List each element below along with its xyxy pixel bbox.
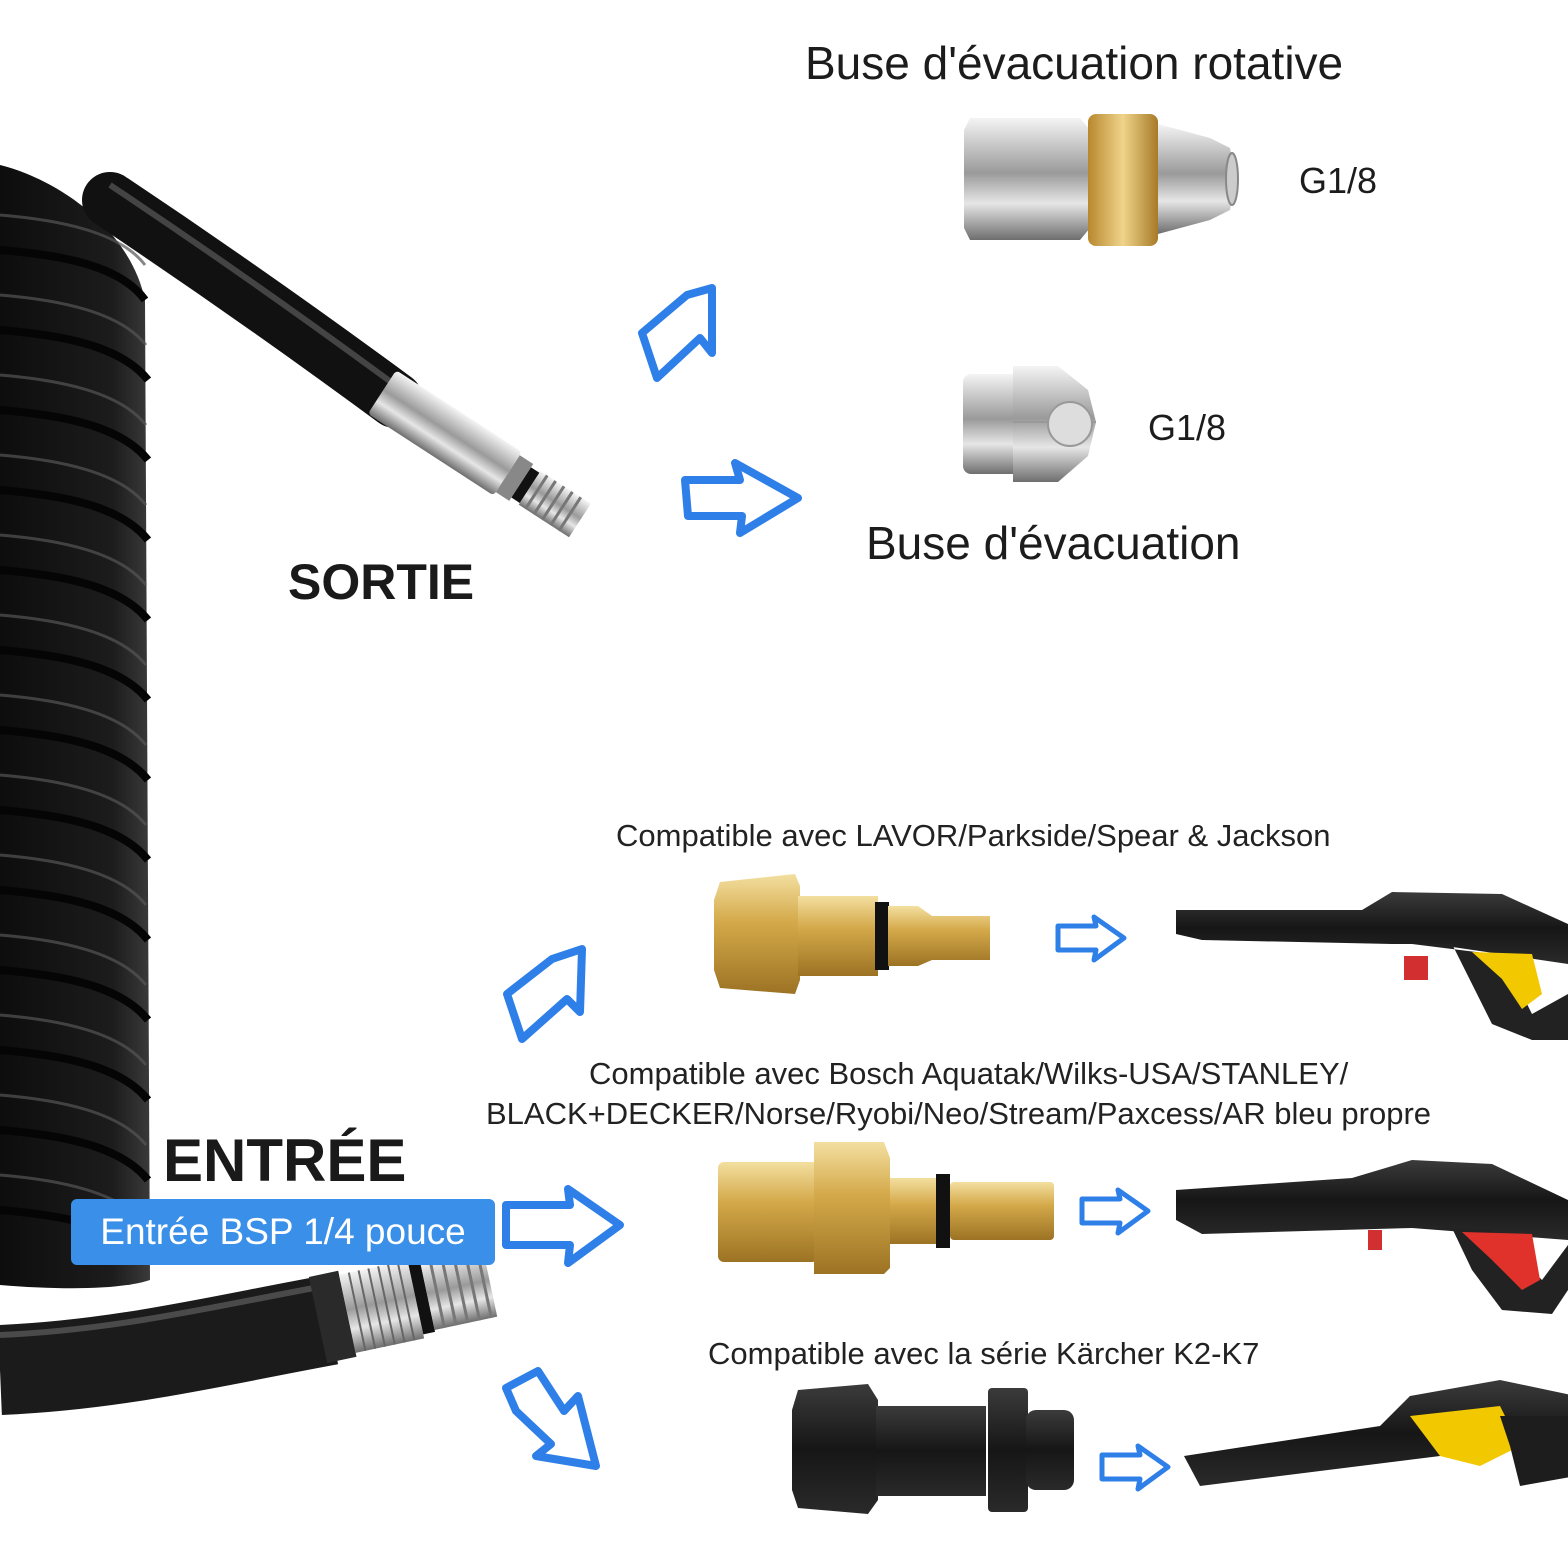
- arrow-icon: [638, 284, 716, 382]
- fixed-nozzle-title: Buse d'évacuation: [866, 517, 1241, 569]
- spray-gun-yellow-image: [1176, 892, 1568, 1040]
- arrow-icon: [1079, 1187, 1151, 1236]
- arrow-icon: [1099, 1443, 1171, 1492]
- outlet-label: SORTIE: [288, 554, 475, 610]
- arrow-icon: [503, 945, 586, 1043]
- bosch-compat-text-line1: Compatible avec Bosch Aquatak/Wilks-USA/…: [589, 1056, 1349, 1091]
- arrow-icon: [1055, 914, 1127, 963]
- inlet-label: ENTRÉE: [163, 1127, 407, 1194]
- spray-gun-red-image: [1176, 1160, 1568, 1314]
- inlet-spec-badge: Entrée BSP 1/4 pouce: [71, 1199, 495, 1265]
- arrow-icon: [502, 1185, 624, 1267]
- bosch-adapter-image: [718, 1142, 1054, 1274]
- lavor-compat-text: Compatible avec LAVOR/Parkside/Spear & J…: [616, 818, 1331, 853]
- lavor-adapter-image: [714, 874, 990, 994]
- rotary-nozzle-thread: G1/8: [1299, 160, 1378, 201]
- karcher-compat-text: Compatible avec la série Kärcher K2-K7: [708, 1336, 1260, 1371]
- bosch-compat-text-line2: BLACK+DECKER/Norse/Ryobi/Neo/Stream/Paxc…: [486, 1096, 1432, 1131]
- rotary-nozzle-title: Buse d'évacuation rotative: [805, 37, 1344, 89]
- fixed-nozzle-image: [963, 366, 1096, 482]
- arrow-icon: [681, 459, 802, 537]
- arrow-icon: [502, 1367, 600, 1470]
- fixed-nozzle-thread: G1/8: [1148, 407, 1227, 448]
- spray-gun-karcher-image: [1184, 1380, 1568, 1486]
- rotary-nozzle-image: [964, 114, 1239, 246]
- karcher-adapter-image: [792, 1384, 1074, 1514]
